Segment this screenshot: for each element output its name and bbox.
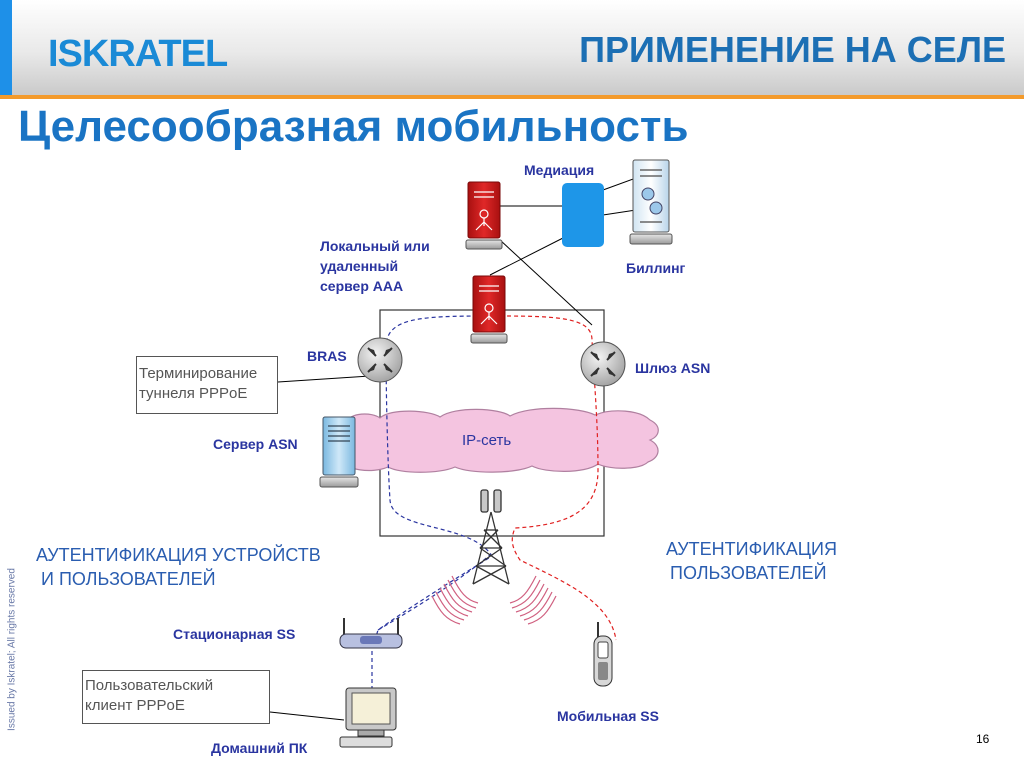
stationary-ss-icon [339,618,403,649]
asn-gateway-label: Шлюз ASN [635,360,711,376]
header-divider [0,95,1024,99]
billing-server-icon [629,159,673,245]
ip-network-label: IP-сеть [462,432,512,449]
pppoe-client-line1: Пользовательский [85,677,214,694]
iskratel-logo: ISKRATEL [48,33,228,75]
mediation-server-icon [562,183,604,247]
asn-gateway-router-icon [580,341,626,387]
device-user-auth-line2: И ПОЛЬЗОВАТЕЛЕЙ [36,569,216,589]
mediation-label: Медиация [524,162,595,178]
aaa-server-icon-top [465,181,503,250]
aaa-label-line1: Локальный или [320,238,430,254]
asn-server-label: Сервер ASN [213,436,298,452]
pppoe-client-line2: клиент PPPoE [85,697,185,714]
mobile-ss-label: Мобильная SS [557,708,659,724]
section-title: ПРИМЕНЕНИЕ НА СЕЛЕ [579,29,1006,70]
red-dashed-path [499,315,617,641]
ip-network-cloud [332,407,659,473]
radio-waves-left [431,575,479,625]
bras-label: BRAS [307,348,347,364]
radio-waves-right [509,575,557,625]
stationary-ss-label: Стационарная SS [173,626,296,642]
user-auth-line1: АУТЕНТИФИКАЦИЯ [666,539,837,559]
bras-router-icon [357,337,403,383]
billing-label: Биллинг [626,260,686,276]
pppoe-termination-line1: Терминирование [139,365,258,382]
base-station-tower-icon [472,489,510,585]
blue-dashed-path [371,315,493,725]
callout-leader-bras [277,375,371,383]
user-auth-line2: ПОЛЬЗОВАТЕЛЕЙ [670,563,827,583]
mediation-billing-link-2 [602,209,637,216]
header-bar [0,0,1024,96]
home-pc-icon [339,687,397,748]
aaa-asn-gateway-link [499,239,593,326]
slide-title: Целесообразная мобильность [18,102,689,151]
pppoe-client-callout: Пользовательский клиент PPPoE [82,670,270,724]
device-user-auth-line1: АУТЕНТИФИКАЦИЯ УСТРОЙСТВ [36,545,321,565]
logo-text-tel: TEL [158,33,228,75]
pppoe-termination-callout: Терминирование туннеля PPPoE [136,356,278,414]
page-number: 16 [976,732,990,746]
mobile-ss-icon [593,622,613,687]
aaa-label-line3: сервер ААА [320,278,404,294]
aaa-mediation-link-2 [489,237,564,276]
aaa-server-icon-bottom [470,275,508,344]
asn-server-icon [319,416,359,488]
copyright-notice: Issued by Iskratel; All rights reserved [6,568,18,731]
logo-text-iskra: ISKRA [48,33,159,75]
header-accent-bar [0,0,12,96]
mediation-billing-link [602,177,637,191]
aaa-label-line2: удаленный [320,258,399,274]
home-pc-label: Домашний ПК [211,740,308,756]
pppoe-termination-line2: туннеля PPPoE [139,385,248,402]
callout-leader-pc [269,711,345,721]
